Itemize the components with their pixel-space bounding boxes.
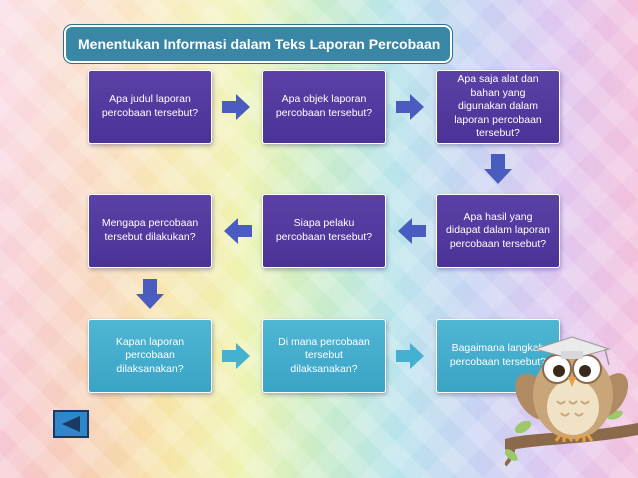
arrow-left-icon <box>398 218 426 244</box>
box-judul: Apa judul laporan percobaan tersebut? <box>88 70 212 144</box>
box-kapan: Kapan laporan percobaan dilaksanakan? <box>88 319 212 393</box>
box-dimana: Di mana percobaan tersebut dilaksanakan? <box>262 319 386 393</box>
owl-illustration <box>505 336 638 467</box>
arrow-right-icon <box>396 94 424 120</box>
arrow-down-icon <box>484 154 512 184</box>
back-arrow-icon <box>62 416 80 432</box>
box-siapa: Siapa pelaku percobaan tersebut? <box>262 194 386 268</box>
back-button[interactable] <box>53 410 89 438</box>
arrow-right-icon <box>222 343 250 369</box>
box-hasil: Apa hasil yang didapat dalam laporan per… <box>436 194 560 268</box>
arrow-left-icon <box>224 218 252 244</box>
arrow-right-icon <box>396 343 424 369</box>
box-mengapa: Mengapa percobaan tersebut dilakukan? <box>88 194 212 268</box>
box-alat-bahan: Apa saja alat dan bahan yang digunakan d… <box>436 70 560 144</box>
page-title: Menentukan Informasi dalam Teks Laporan … <box>64 25 452 63</box>
arrow-right-icon <box>222 94 250 120</box>
arrow-down-icon <box>136 279 164 309</box>
box-objek: Apa objek laporan percobaan tersebut? <box>262 70 386 144</box>
